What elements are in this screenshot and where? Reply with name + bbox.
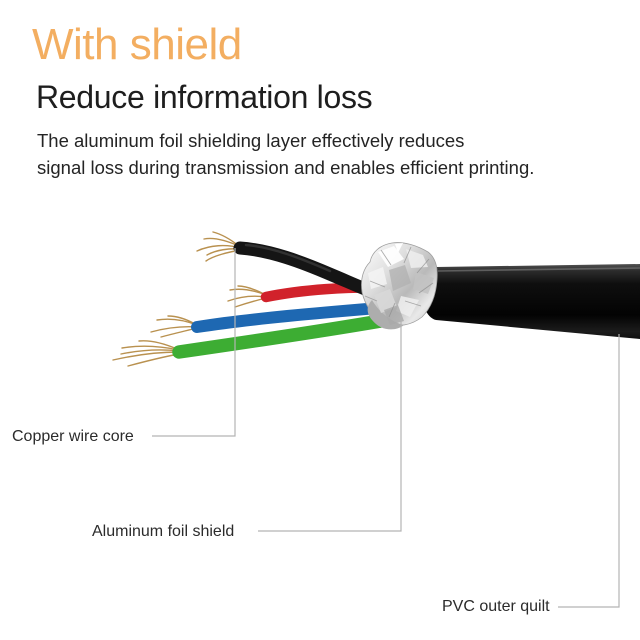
description-line-2: signal loss during transmission and enab… (37, 157, 535, 178)
pvc-cable-body (420, 264, 640, 339)
copper-wire-core-label: Copper wire core (12, 428, 134, 445)
page-title: With shield (32, 20, 242, 69)
leader-line-copper (152, 248, 236, 437)
copper-strands-blue-wire (150, 315, 198, 338)
foil-creases (364, 246, 434, 318)
leader-lines (152, 248, 620, 608)
foil-shield-graphic (361, 242, 438, 330)
description-line-1: The aluminum foil shielding layer effect… (37, 130, 465, 151)
aluminum-foil-shield-label: Aluminum foil shield (92, 523, 235, 540)
inner-wires (172, 241, 399, 359)
copper-strands-red-wire (227, 285, 267, 308)
pvc-outer-quilt-label: PVC outer quilt (442, 598, 550, 615)
pvc-cable-highlight (437, 267, 640, 272)
description-text: The aluminum foil shielding layer effect… (37, 127, 534, 181)
copper-strands-green-wire (112, 340, 180, 367)
leader-line-aluminum (258, 316, 402, 532)
wire-green (172, 312, 399, 359)
pvc-cable-graphic (420, 264, 640, 339)
foil-facets (368, 243, 434, 325)
page-subtitle: Reduce information loss (36, 79, 373, 115)
leader-line-pvc (558, 334, 620, 608)
wire-black-sheen (244, 243, 332, 273)
